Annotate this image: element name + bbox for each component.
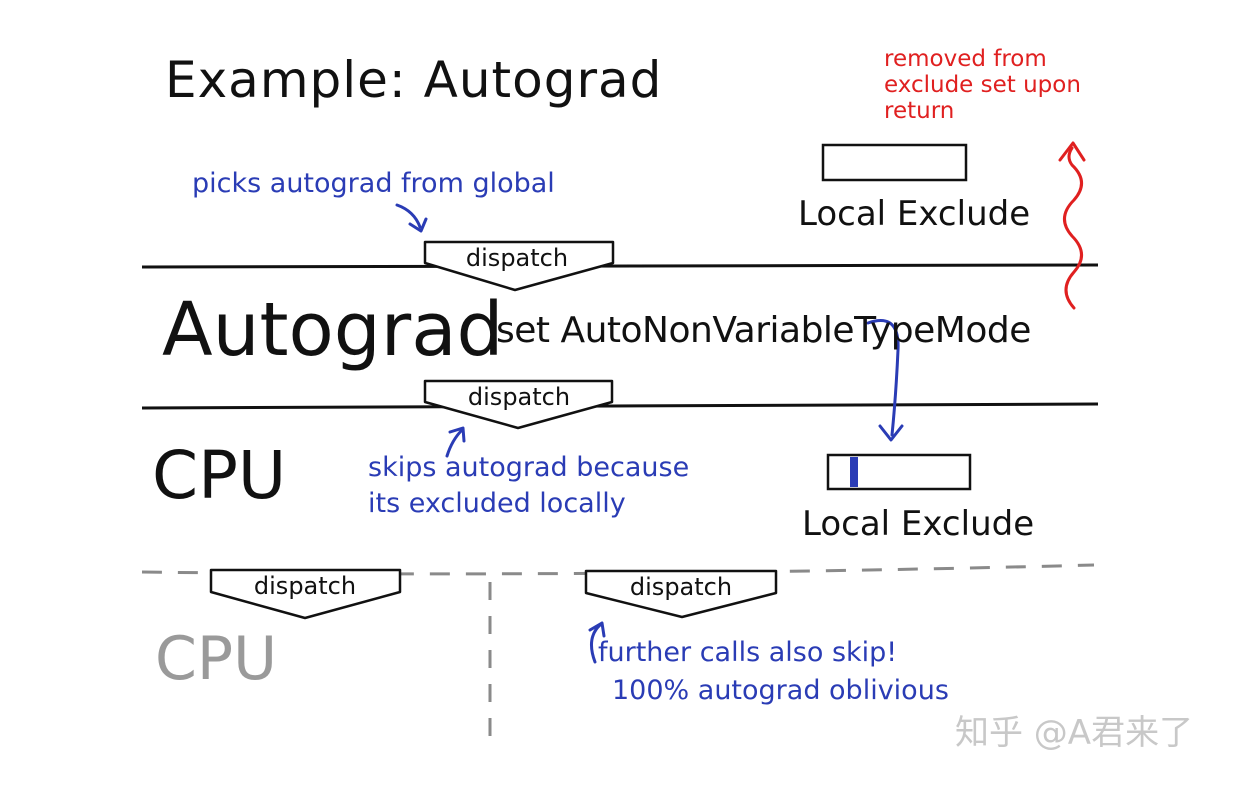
removed-note-line-2: exclude set upon bbox=[884, 72, 1081, 98]
layer-cpu-lower-label: CPU bbox=[155, 624, 277, 694]
diagram-title: Example: Autograd bbox=[165, 51, 663, 109]
skips-note-line-2: its excluded locally bbox=[368, 488, 626, 519]
further-note: further calls also skip! 100% autograd o… bbox=[598, 634, 949, 710]
autograd-exclude-mark bbox=[850, 457, 858, 487]
skips-arrowhead bbox=[448, 426, 466, 443]
set-mode-text: set AutoNonVariableTypeMode bbox=[496, 310, 1031, 351]
dispatch-label-2: dispatch bbox=[467, 383, 571, 411]
layer-autograd-label: Autograd bbox=[162, 287, 504, 373]
local-exclude-box-bottom bbox=[826, 453, 972, 491]
set-mode-arrowhead bbox=[878, 424, 904, 442]
removed-note-line-1: removed from bbox=[884, 46, 1047, 72]
skips-arrow bbox=[445, 428, 464, 458]
dashed-separator bbox=[141, 563, 1095, 576]
local-exclude-label-bottom: Local Exclude bbox=[802, 504, 1035, 544]
further-note-line-1: further calls also skip! bbox=[598, 637, 898, 668]
layer-line-top bbox=[141, 263, 1099, 269]
dispatch-shape-1 bbox=[423, 240, 615, 292]
watermark: 知乎 @A君来了 bbox=[955, 713, 1194, 753]
dispatch-label-1: dispatch bbox=[465, 244, 569, 272]
skips-note-line-1: skips autograd because bbox=[368, 452, 690, 483]
layer-line-middle bbox=[141, 402, 1099, 410]
dispatch-label-4: dispatch bbox=[629, 573, 733, 601]
layer-cpu-label: CPU bbox=[152, 437, 287, 514]
local-exclude-label-top: Local Exclude bbox=[798, 194, 1031, 234]
further-arrow bbox=[589, 623, 602, 664]
dispatch-shape-4 bbox=[584, 569, 778, 619]
picks-global-note: picks autograd from global bbox=[192, 168, 555, 199]
dispatch-shape-3 bbox=[209, 568, 402, 620]
local-exclude-box-top bbox=[821, 143, 968, 182]
removed-note-line-3: return bbox=[884, 98, 955, 124]
removed-squiggle-arrow bbox=[1063, 146, 1083, 310]
removed-squiggle-arrowhead bbox=[1058, 141, 1086, 162]
picks-global-arrow bbox=[395, 203, 422, 229]
removed-note: removed from exclude set upon return bbox=[884, 46, 1081, 124]
dispatch-shape-2 bbox=[423, 379, 614, 430]
skips-note: skips autograd because its excluded loca… bbox=[368, 450, 689, 522]
picks-global-arrowhead bbox=[408, 217, 428, 233]
further-arrowhead bbox=[588, 621, 606, 638]
dispatch-label-3: dispatch bbox=[253, 572, 357, 600]
further-note-line-2: 100% autograd oblivious bbox=[612, 675, 949, 706]
set-mode-arrow bbox=[866, 319, 900, 437]
